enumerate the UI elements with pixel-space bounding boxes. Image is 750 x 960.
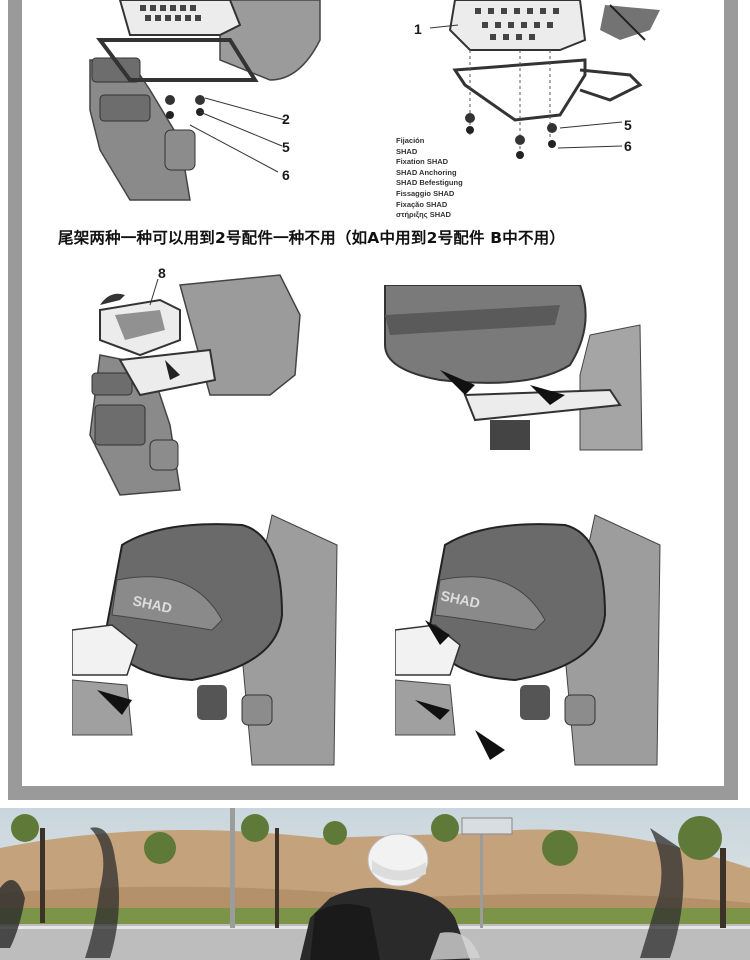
instruction-caption: 尾架两种一种可以用到2号配件一种不用（如A中用到2号配件 B中不用） [58, 229, 566, 247]
case-release-illustration-right: SHAD [395, 505, 665, 770]
legend-line: SHAD [396, 146, 418, 156]
rack-exploded-illustration-right [430, 0, 670, 170]
legend-line: Fissaggio SHAD [396, 188, 455, 198]
case-attach-illustration [380, 285, 645, 455]
legend-line: στήριξης SHAD [396, 210, 451, 220]
case-lock-illustration-left: SHAD [72, 505, 342, 770]
rack-plate-illustration-left [70, 0, 340, 210]
label-part-8: 8 [158, 265, 166, 281]
legend-line: Fijación [396, 136, 425, 145]
up-arrow-icon [425, 620, 450, 645]
legend-line: Fixation SHAD [396, 157, 449, 167]
label-part-5-right: 5 [624, 117, 632, 133]
plate-cover-illustration [80, 265, 305, 500]
legend-line: SHAD Befestigung [396, 178, 463, 188]
label-part-5: 5 [282, 139, 290, 155]
label-part-6: 6 [282, 167, 290, 183]
fixation-legend: Fijación SHAD Fixation SHAD SHAD Anchori… [396, 136, 463, 221]
right-arrow-icon [415, 700, 450, 720]
label-part-1: 1 [414, 21, 422, 37]
label-part-2: 2 [282, 111, 290, 127]
legend-line: SHAD Anchoring [396, 167, 457, 177]
label-part-6-right: 6 [624, 138, 632, 154]
down-arrow-icon [475, 730, 505, 760]
legend-line: Fixação SHAD [396, 199, 448, 209]
rider-photo [0, 808, 750, 960]
